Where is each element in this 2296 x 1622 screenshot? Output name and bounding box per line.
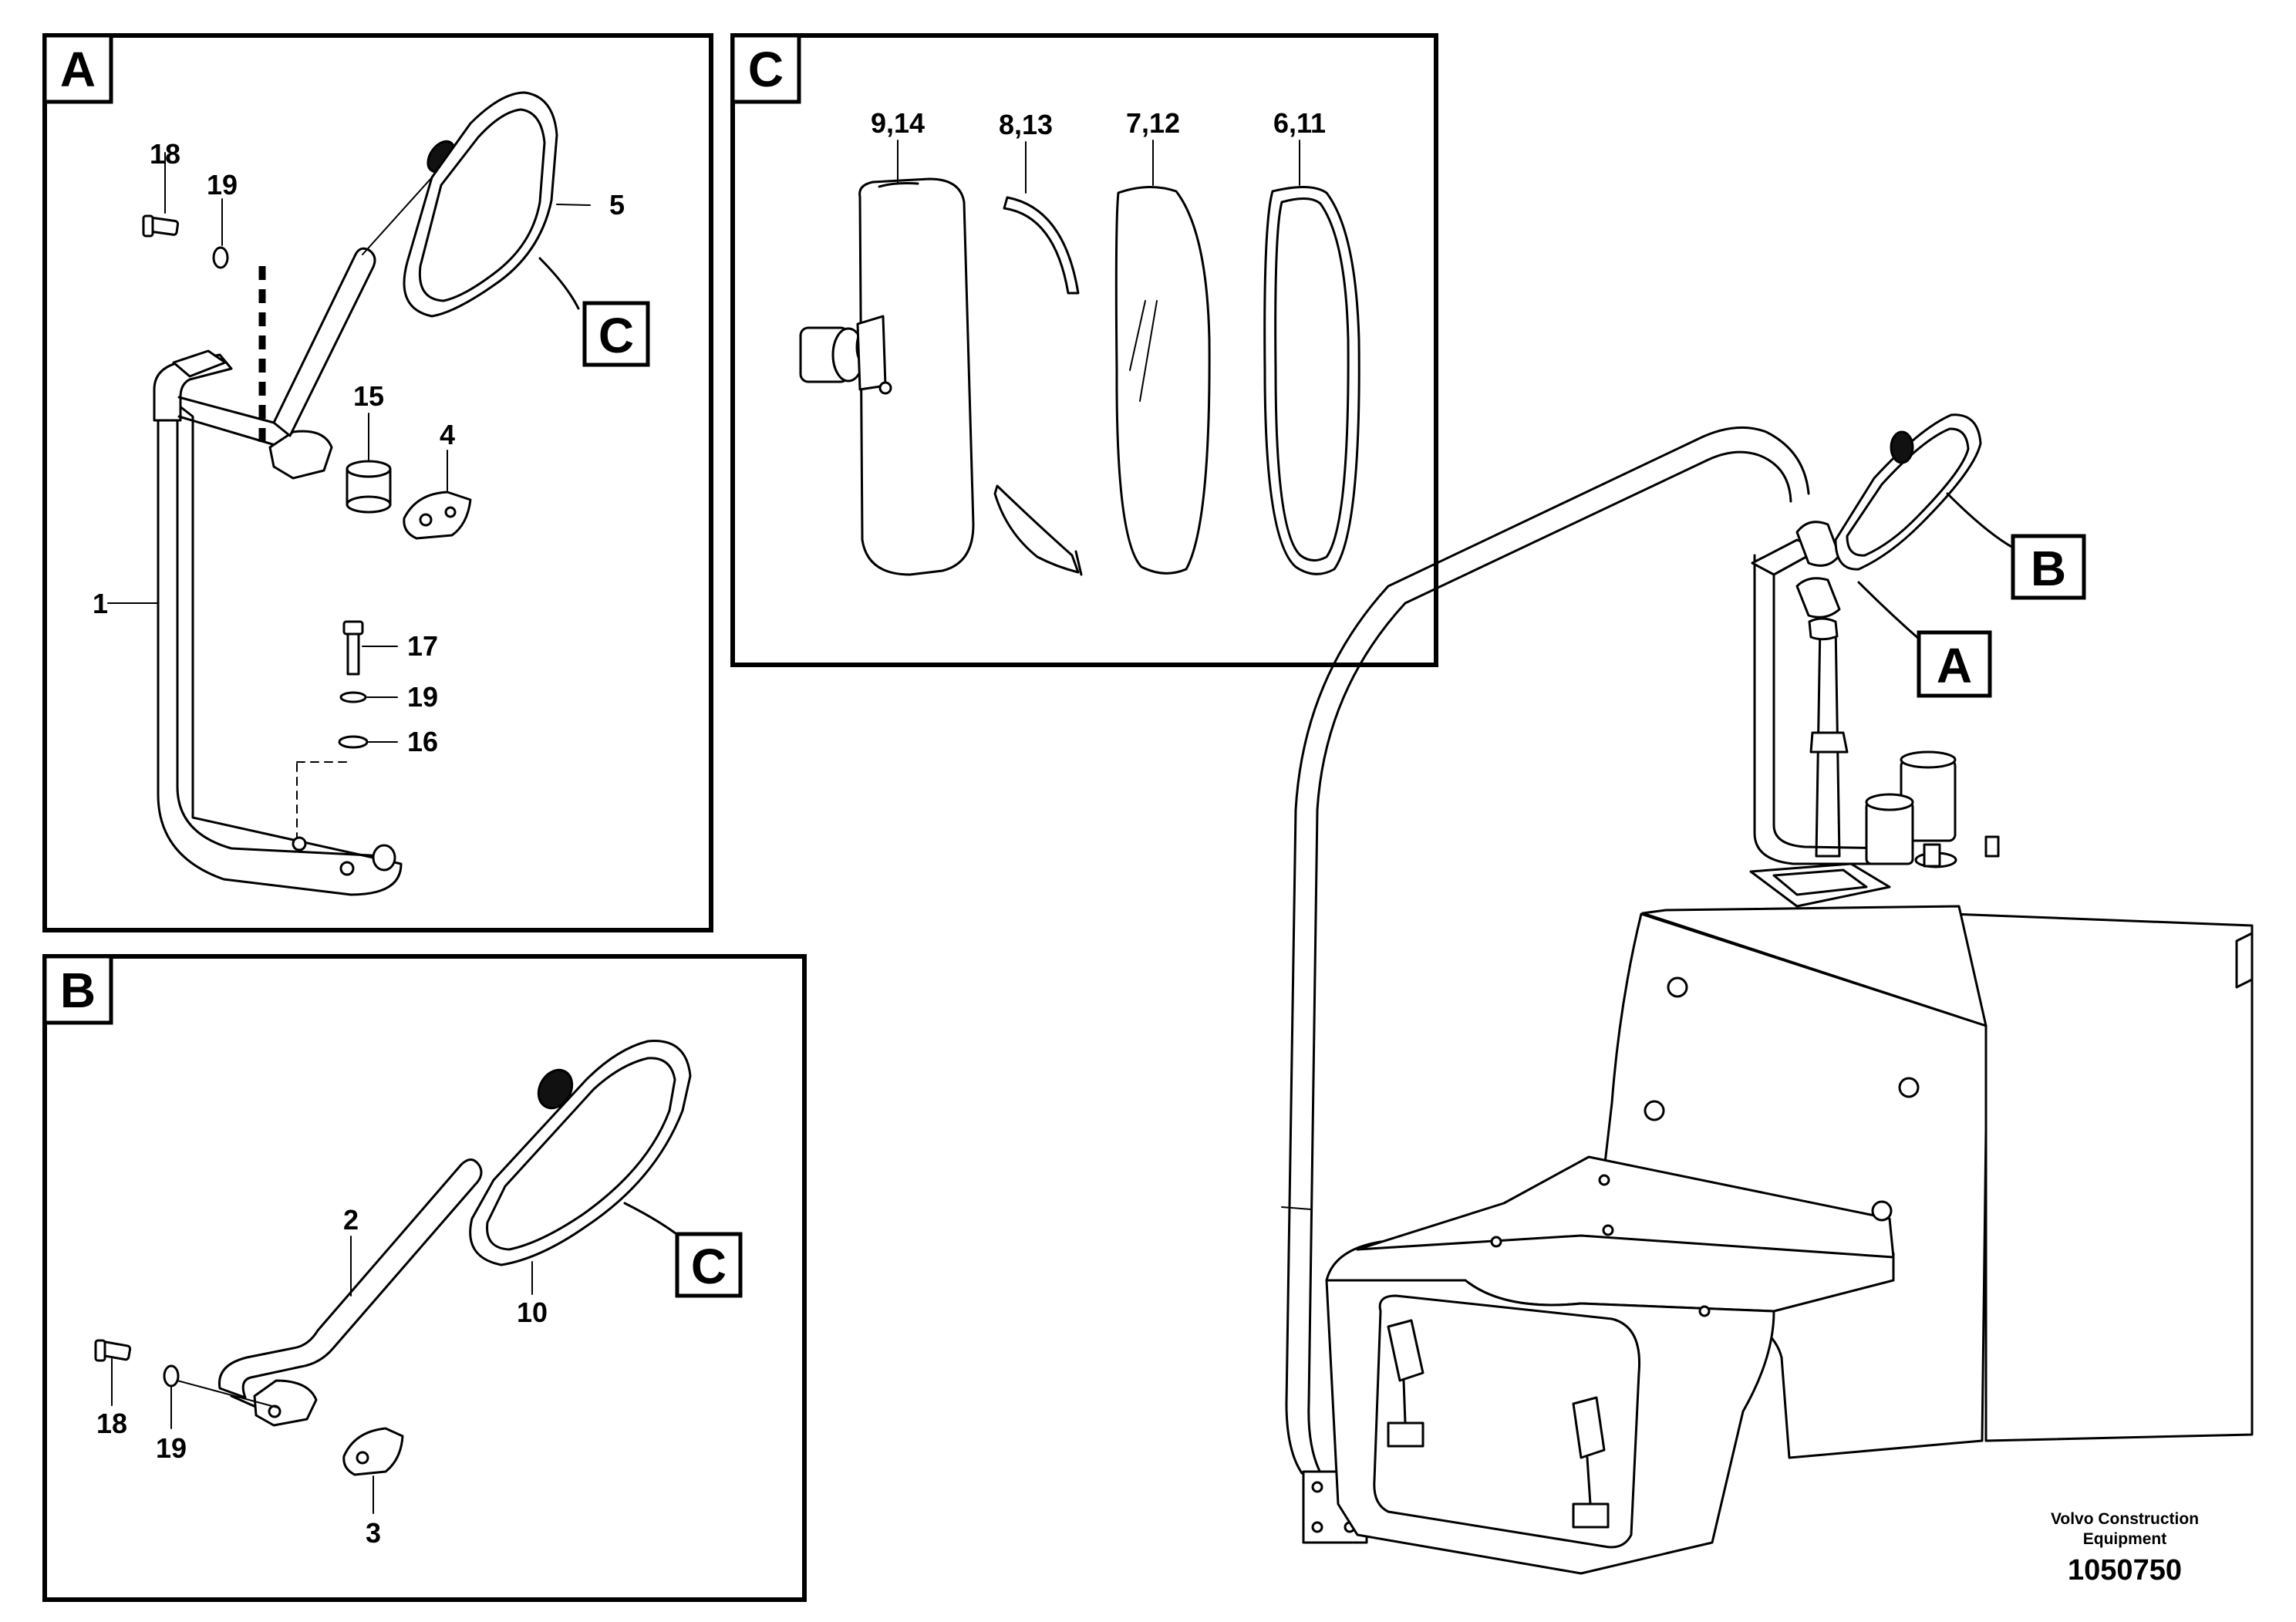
callout-a-19: 19 — [207, 169, 238, 201]
callout-a-17: 17 — [407, 630, 438, 662]
callout-b-3: 3 — [366, 1517, 381, 1549]
panel-b: B C 2 — [42, 954, 807, 1602]
footer: Volvo Construction Equipment 1050750 — [2051, 1510, 2199, 1587]
panel-a-ref-c: C — [598, 308, 634, 363]
panel-a-tag: A — [60, 42, 96, 97]
panel-c: C 9,14 — [730, 33, 1438, 667]
machine-overview: B A — [1281, 413, 2254, 1575]
callout-a-4: 4 — [440, 419, 455, 450]
clamp-half-icon — [268, 430, 333, 480]
mirror-glass-icon — [1114, 185, 1211, 575]
panel-a: A — [42, 33, 713, 932]
callout-a-5: 5 — [609, 189, 625, 221]
retainer-clip-icon — [993, 196, 1083, 576]
leader-5 — [556, 204, 591, 206]
bolt-18-icon — [142, 214, 180, 238]
callout-c-7-12: 7,12 — [1126, 107, 1180, 139]
panel-c-tag-box — [730, 33, 801, 104]
callout-c-8-13: 8,13 — [999, 109, 1053, 140]
panel-c-tag: C — [748, 42, 784, 97]
company-name-line1: Volvo Construction — [2051, 1510, 2199, 1528]
clamp-4-icon — [403, 491, 472, 540]
overview-ref-b-box — [2011, 534, 2086, 600]
callout-c-6-11: 6,11 — [1273, 107, 1326, 139]
callout-b-18: 18 — [96, 1408, 127, 1439]
washer-19-icon — [212, 246, 229, 269]
panel-b-ref-c-box — [675, 1232, 743, 1298]
panel-b-ref-c: C — [691, 1239, 727, 1294]
clamp-3-icon — [342, 1427, 404, 1476]
mirror-5-icon — [403, 91, 558, 318]
bracket-1-icon — [153, 349, 403, 896]
callout-b-2: 2 — [343, 1204, 359, 1236]
assembly-axis-b — [177, 1380, 278, 1408]
washer-19c-icon — [163, 1364, 180, 1388]
callout-a-1: 1 — [93, 588, 108, 619]
company-name-line2: Equipment — [2083, 1530, 2167, 1548]
callout-b-19: 19 — [156, 1432, 187, 1464]
overview-ref-a: A — [1937, 638, 1972, 693]
bushing-15-icon — [346, 460, 392, 514]
panel-a-tag-box — [42, 33, 113, 104]
callout-c-9-14: 9,14 — [871, 107, 925, 139]
leader-ref-b — [1946, 492, 2014, 549]
leader-ref-c-a — [538, 257, 580, 310]
bolt-17-icon — [342, 620, 364, 676]
callout-a-15: 15 — [353, 380, 384, 412]
callout-b-10: 10 — [517, 1297, 548, 1328]
bolt-18b-icon — [94, 1339, 132, 1362]
latch-right-icon — [1572, 1396, 1610, 1529]
washer-16-icon — [338, 735, 369, 749]
leader-ref-a — [1857, 581, 1922, 642]
panel-b-tag: B — [60, 963, 96, 1018]
callout-a-19b: 19 — [407, 681, 438, 713]
overview-ref-b: B — [2031, 541, 2066, 596]
callout-a-18: 18 — [150, 138, 180, 170]
washer-19b-icon — [339, 691, 367, 703]
document-number: 1050750 — [2068, 1554, 2182, 1587]
mirror-arm-icon — [272, 247, 376, 437]
mirror-housing-icon — [799, 177, 975, 576]
panel-b-tag-box — [42, 954, 113, 1025]
panel-a-ref-c-box — [582, 301, 650, 367]
latch-left-icon — [1387, 1319, 1424, 1448]
mirror-frame-icon — [1263, 185, 1360, 575]
callout-a-16: 16 — [407, 726, 438, 757]
overview-ref-a-box — [1917, 630, 1992, 698]
mirror-10-icon — [469, 1040, 692, 1266]
